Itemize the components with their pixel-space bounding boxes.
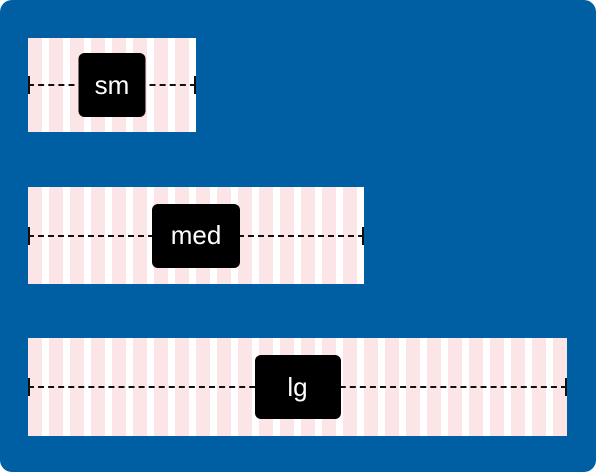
size-label-lg: lg <box>254 355 341 419</box>
size-label-med: med <box>152 203 240 268</box>
measure-end-cap-right <box>194 76 196 94</box>
size-band-lg: lg <box>28 338 567 436</box>
size-band-med: med <box>28 187 364 284</box>
measure-end-cap-right <box>362 226 364 245</box>
measure-end-cap-left <box>28 76 30 94</box>
size-label-sm: sm <box>78 53 146 117</box>
size-band-sm: sm <box>28 38 196 132</box>
measure-end-cap-right <box>565 378 567 396</box>
measure-end-cap-left <box>28 226 30 245</box>
measure-end-cap-left <box>28 378 30 396</box>
